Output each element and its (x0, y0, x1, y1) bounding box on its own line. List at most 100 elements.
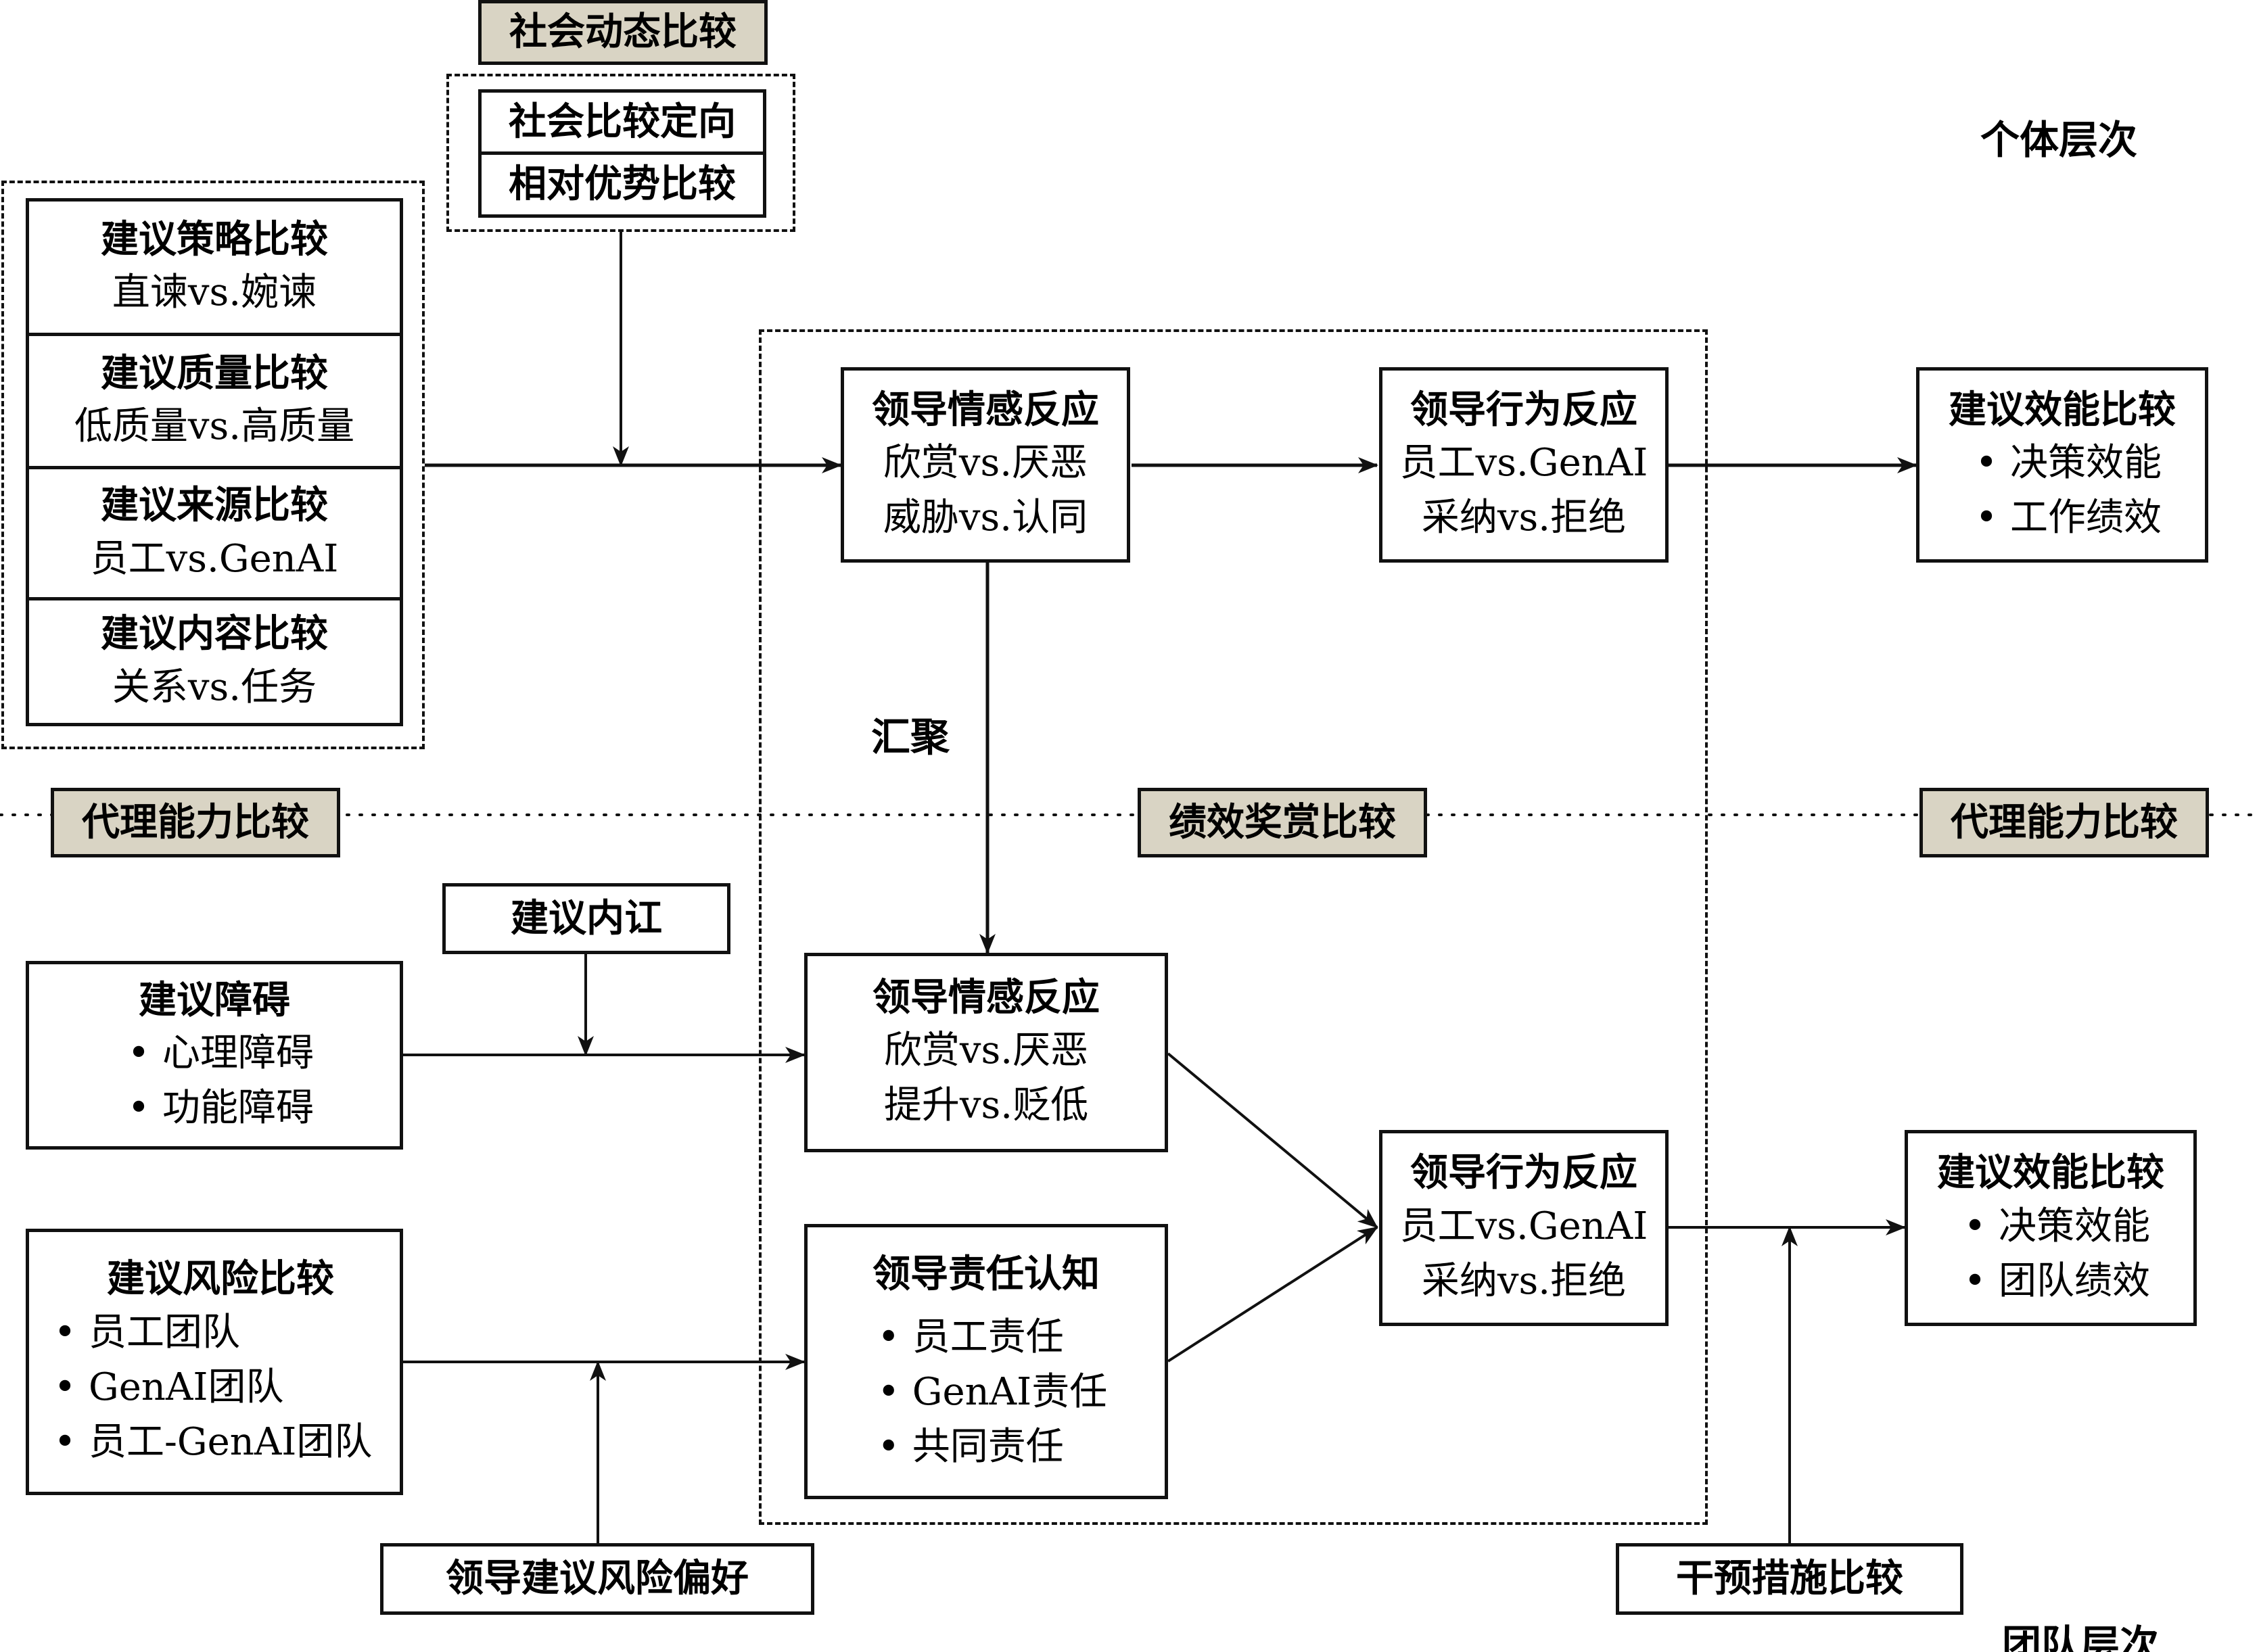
list-item-text: 员工-GenAI团队 (89, 1420, 373, 1465)
team-responsibility-title: 领导责任认知 (872, 1252, 1100, 1296)
advice-content-detail: 关系vs.任务 (112, 665, 317, 709)
list-item: • GenAI团队 (41, 1360, 372, 1415)
performance-reward-tag-text: 绩效奖赏比较 (1169, 800, 1396, 845)
team-responsibility-list: • 员工责任 • GenAI责任 • 共同责任 (865, 1310, 1108, 1475)
list-item: • 决策效能 (1951, 1199, 2150, 1254)
bullet-icon: • (127, 1086, 150, 1131)
list-item-text: 员工责任 (912, 1315, 1064, 1359)
advice-risk-box: 建议风险比较 •员工团队 •GenAI团队 •员工-GenAI团队 (26, 1229, 403, 1495)
list-item-text: GenAI责任 (912, 1369, 1108, 1414)
risk-preference-title: 领导建议风险偏好 (446, 1557, 749, 1601)
advice-content-cell: 建议内容比较 关系vs.任务 (29, 597, 400, 723)
list-item-text: 功能障碍 (162, 1086, 314, 1131)
bullet-icon: • (53, 1311, 76, 1355)
advice-strategy-detail: 直谏vs.婉谏 (112, 270, 317, 315)
individual-behavior-box: 领导行为反应 员工vs.GenAI 采纳vs.拒绝 (1379, 367, 1669, 563)
list-item-text: 团队绩效 (1999, 1258, 2150, 1303)
agent-capability-tag-left-text: 代理能力比较 (82, 800, 309, 845)
individual-outcome-box: 建议效能比较 • 决策效能 •工作绩效 (1916, 367, 2208, 563)
list-item-text: 员工团队 (89, 1311, 240, 1355)
individual-outcome-list: • 决策效能 •工作绩效 (1963, 435, 2162, 545)
advice-conflict-box: 建议内讧 (442, 883, 730, 954)
list-item: •心理障碍 (115, 1026, 314, 1081)
list-item: • 团队绩效 (1951, 1254, 2150, 1308)
intervention-title: 干预措施比较 (1676, 1557, 1903, 1601)
agent-capability-tag-right-text: 代理能力比较 (1951, 800, 2178, 845)
arrow-emotion-to-team-behavior (1167, 1052, 1378, 1229)
individual-emotion-line: 欣赏vs.厌恶 (883, 441, 1088, 486)
advice-barriers-list: •心理障碍 • 功能障碍 (115, 1026, 314, 1135)
risk-preference-box: 领导建议风险偏好 (380, 1543, 814, 1615)
bullet-icon: • (877, 1424, 900, 1469)
agent-capability-tag-left: 代理能力比较 (51, 788, 340, 857)
team-outcome-title: 建议效能比较 (1937, 1151, 2164, 1196)
advice-content-title: 建议内容比较 (101, 612, 328, 657)
bullet-icon: • (1975, 496, 1998, 540)
advice-barriers-title: 建议障碍 (139, 978, 290, 1022)
list-item: • 员工团队 (41, 1305, 372, 1360)
advice-source-title: 建议来源比较 (101, 483, 328, 528)
individual-behavior-title: 领导行为反应 (1410, 387, 1637, 432)
bullet-icon: • (1975, 441, 1998, 486)
team-emotion-line: 提升vs.贬低 (883, 1083, 1089, 1128)
list-item-text: 决策效能 (2010, 441, 2162, 486)
list-item-text: 决策效能 (1999, 1204, 2150, 1248)
arrow-responsibility-to-team-behavior (1167, 1226, 1378, 1363)
individual-behavior-line: 采纳vs.拒绝 (1421, 496, 1627, 540)
list-item-text: 共同责任 (912, 1424, 1064, 1469)
advice-barriers-box: 建议障碍 •心理障碍 • 功能障碍 (26, 961, 403, 1150)
list-item: • 功能障碍 (115, 1081, 314, 1135)
social-comparison-orientation-box: 社会比较定向 (478, 89, 766, 155)
team-responsibility-box: 领导责任认知 • 员工责任 • GenAI责任 • 共同责任 (804, 1224, 1168, 1499)
performance-reward-tag: 绩效奖赏比较 (1138, 788, 1427, 857)
advice-quality-title: 建议质量比较 (101, 351, 328, 396)
bullet-icon: • (1963, 1204, 1986, 1248)
individual-emotion-line: 威胁vs.认同 (883, 496, 1088, 540)
bullet-icon: • (877, 1369, 900, 1414)
team-emotion-line: 欣赏vs.厌恶 (883, 1029, 1089, 1073)
list-item: • GenAI责任 (865, 1365, 1108, 1419)
bullet-icon: • (877, 1315, 900, 1359)
list-item: • 决策效能 (1963, 435, 2162, 490)
advice-source-cell: 建议来源比较 员工vs.GenAI (29, 466, 400, 597)
team-emotion-box: 领导情感反应 欣赏vs.厌恶 提升vs.贬低 (804, 953, 1168, 1152)
individual-emotion-box: 领导情感反应 欣赏vs.厌恶 威胁vs.认同 (841, 367, 1130, 563)
list-item: • 共同责任 (865, 1419, 1108, 1474)
advice-quality-detail: 低质量vs.高质量 (74, 404, 355, 449)
individual-behavior-line: 员工vs.GenAI (1399, 441, 1648, 486)
team-emotion-title: 领导情感反应 (872, 975, 1100, 1020)
individual-emotion-title: 领导情感反应 (872, 387, 1099, 432)
bullet-icon: • (53, 1420, 76, 1465)
individual-outcome-title: 建议效能比较 (1949, 387, 2176, 432)
list-item: • 员工责任 (865, 1310, 1108, 1365)
advice-strategy-cell: 建议策略比较 直谏vs.婉谏 (29, 202, 400, 333)
list-item-text: GenAI团队 (89, 1365, 284, 1410)
mechanism-group (759, 329, 1708, 1525)
advice-strategy-title: 建议策略比较 (101, 217, 328, 262)
team-outcome-list: • 决策效能 • 团队绩效 (1951, 1199, 2150, 1308)
relative-advantage-box: 相对优势比较 (478, 151, 766, 218)
advice-conflict-title: 建议内讧 (511, 896, 662, 941)
relative-advantage-text: 相对优势比较 (509, 162, 736, 207)
team-behavior-title: 领导行为反应 (1410, 1151, 1637, 1196)
advice-source-detail: 员工vs.GenAI (90, 536, 339, 581)
bullet-icon: • (53, 1365, 76, 1410)
team-behavior-line: 采纳vs.拒绝 (1421, 1258, 1627, 1303)
advice-risk-list: • 员工团队 • GenAI团队 • 员工-GenAI团队 (41, 1305, 372, 1470)
team-behavior-line: 员工vs.GenAI (1399, 1204, 1648, 1248)
social-dynamics-group (446, 74, 795, 232)
list-item-text: 心理障碍 (162, 1031, 314, 1076)
converge-label: 汇聚 (871, 714, 950, 760)
list-item: •工作绩效 (1963, 490, 2162, 545)
advice-comparisons-group (1, 181, 425, 749)
advice-quality-cell: 建议质量比较 低质量vs.高质量 (29, 333, 400, 466)
social-dynamics-tag: 社会动态比较 (478, 0, 768, 65)
individual-level-label: 个体层次 (1980, 117, 2138, 163)
team-level-label: 团队层次 (2002, 1622, 2160, 1652)
bullet-icon: • (1963, 1258, 1986, 1303)
social-dynamics-tag-text: 社会动态比较 (509, 10, 737, 55)
team-outcome-box: 建议效能比较 • 决策效能 • 团队绩效 (1905, 1130, 2197, 1326)
team-behavior-box: 领导行为反应 员工vs.GenAI 采纳vs.拒绝 (1379, 1130, 1669, 1326)
